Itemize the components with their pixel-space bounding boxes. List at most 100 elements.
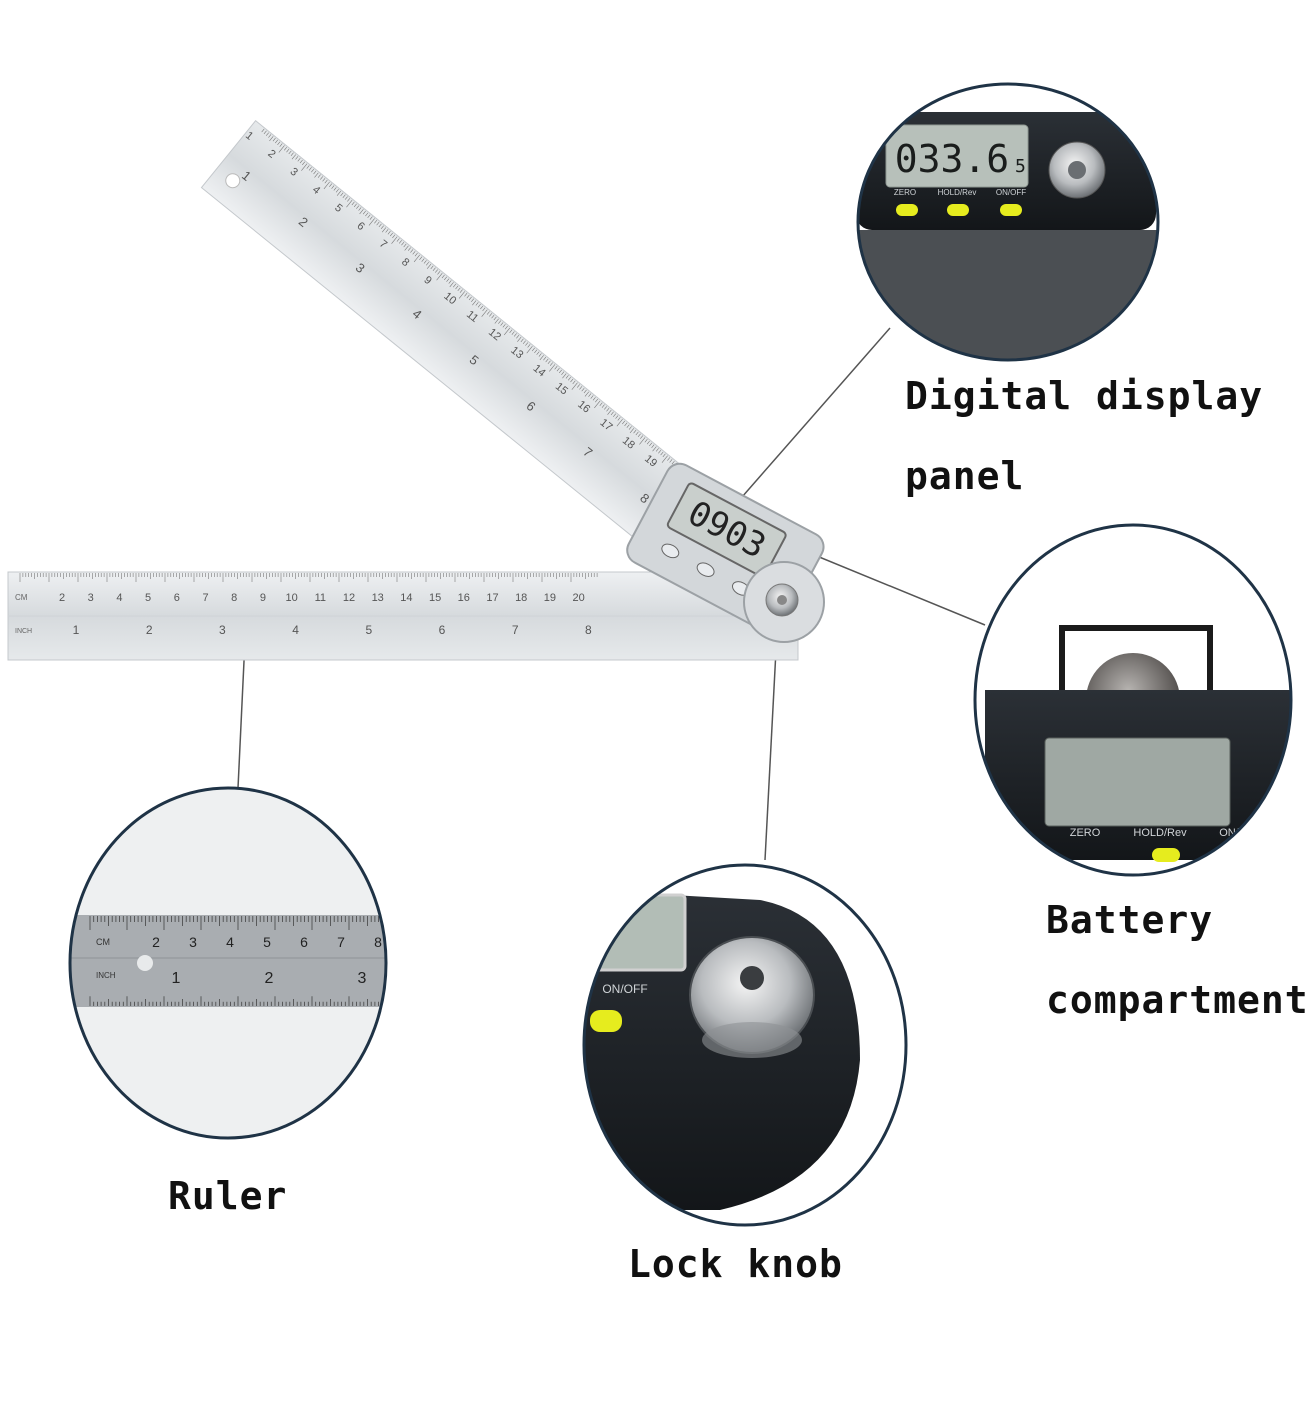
tick [401, 241, 405, 246]
tick [549, 362, 553, 366]
label-digital-display-panel: Digital display panel [905, 356, 1285, 516]
cm-tick-label-group: 15 [553, 380, 570, 397]
tick [365, 212, 369, 217]
tick [590, 395, 594, 399]
tick [353, 203, 357, 208]
cm-tick-label: 16 [575, 399, 592, 416]
cm-tick-label: 20 [572, 592, 584, 604]
tick [279, 143, 283, 147]
tick [480, 305, 484, 310]
tick [387, 230, 391, 235]
tick [606, 408, 610, 412]
tick [543, 356, 547, 361]
zoom-knob-frame [582, 863, 908, 1227]
tick [368, 218, 375, 226]
tick [558, 369, 562, 374]
horizontal-ruler-cm-unit: CM [15, 593, 28, 602]
inch-tick-label: 2 [146, 623, 153, 637]
tick [374, 220, 378, 224]
label-ruler: Ruler [168, 1174, 288, 1218]
tick [398, 240, 402, 244]
zoom-cm-tick-label: 3 [189, 934, 197, 950]
tick [509, 329, 513, 334]
cm-tick-label: 18 [515, 592, 527, 604]
tick [652, 446, 657, 452]
tick [265, 132, 269, 136]
cm-tick-label-group: 12 [486, 326, 503, 343]
tick [500, 322, 504, 326]
label-battery-compartment: Battery compartment [1046, 880, 1308, 1040]
zoom-ruler-inch-unit: INCH [96, 971, 116, 980]
tick [572, 380, 576, 385]
tick [435, 269, 438, 273]
tick [446, 278, 450, 282]
tick [311, 168, 315, 173]
tick [314, 172, 319, 178]
tick [549, 364, 556, 372]
tick [317, 174, 321, 178]
tick [358, 207, 362, 211]
tick [351, 201, 355, 206]
tick [378, 223, 382, 228]
tick [538, 353, 542, 357]
tick [628, 426, 632, 430]
tick [536, 351, 540, 355]
zoom-display-frame [856, 82, 1160, 362]
tick [592, 397, 596, 401]
tick [525, 342, 529, 346]
tick [671, 460, 675, 465]
cm-tick-label: 5 [145, 592, 151, 604]
cm-tick-label: 2 [59, 592, 65, 604]
tick [286, 148, 290, 153]
tick [481, 309, 488, 317]
cm-tick-label: 4 [116, 592, 122, 604]
tick [274, 139, 278, 144]
tick [477, 303, 481, 308]
tick [570, 378, 574, 383]
tick [576, 384, 580, 388]
tick [457, 287, 461, 292]
tick [639, 437, 646, 445]
zoom-display-button-hold[interactable] [947, 204, 969, 216]
tick [646, 440, 650, 445]
main-button-hold[interactable] [695, 560, 717, 579]
main-button-zero[interactable] [660, 541, 682, 560]
tick [389, 232, 393, 237]
zoom-cm-tick-label: 6 [300, 934, 308, 950]
cm-tick-label: 19 [544, 592, 556, 604]
tick [347, 198, 351, 202]
tick [323, 181, 330, 190]
tick [516, 335, 520, 339]
zoom-battery-button[interactable] [1152, 848, 1180, 862]
angled-ruler-blade [200, 120, 708, 554]
tick [449, 282, 454, 288]
tick [437, 271, 441, 275]
tick [344, 196, 348, 200]
tick [277, 141, 281, 146]
inch-tick-label: 5 [365, 623, 372, 637]
zoom-display-button-zero[interactable] [896, 204, 918, 216]
cm-tick-label: 12 [486, 326, 503, 343]
tick [419, 256, 423, 261]
tick [649, 442, 653, 447]
tick [468, 296, 472, 301]
zoom-display-lcd [885, 124, 1029, 188]
tick [561, 371, 565, 376]
tick [403, 243, 407, 248]
tick [658, 449, 662, 454]
zoom-knob-lcd [593, 893, 687, 972]
zoom-knob-button[interactable] [590, 1010, 622, 1032]
tick [662, 453, 666, 458]
horizontal-ruler-inch-unit: INCH [15, 628, 32, 635]
tick [579, 386, 583, 390]
zoom-display-button-power[interactable] [1000, 204, 1022, 216]
tick [284, 147, 287, 151]
tick [436, 272, 443, 281]
inch-tick-label: 6 [439, 623, 446, 637]
angled-ruler-minor-ticks [261, 128, 691, 482]
zoom-ruler-minor-ticks [89, 916, 383, 1006]
tick [493, 316, 497, 321]
tick [385, 229, 389, 233]
